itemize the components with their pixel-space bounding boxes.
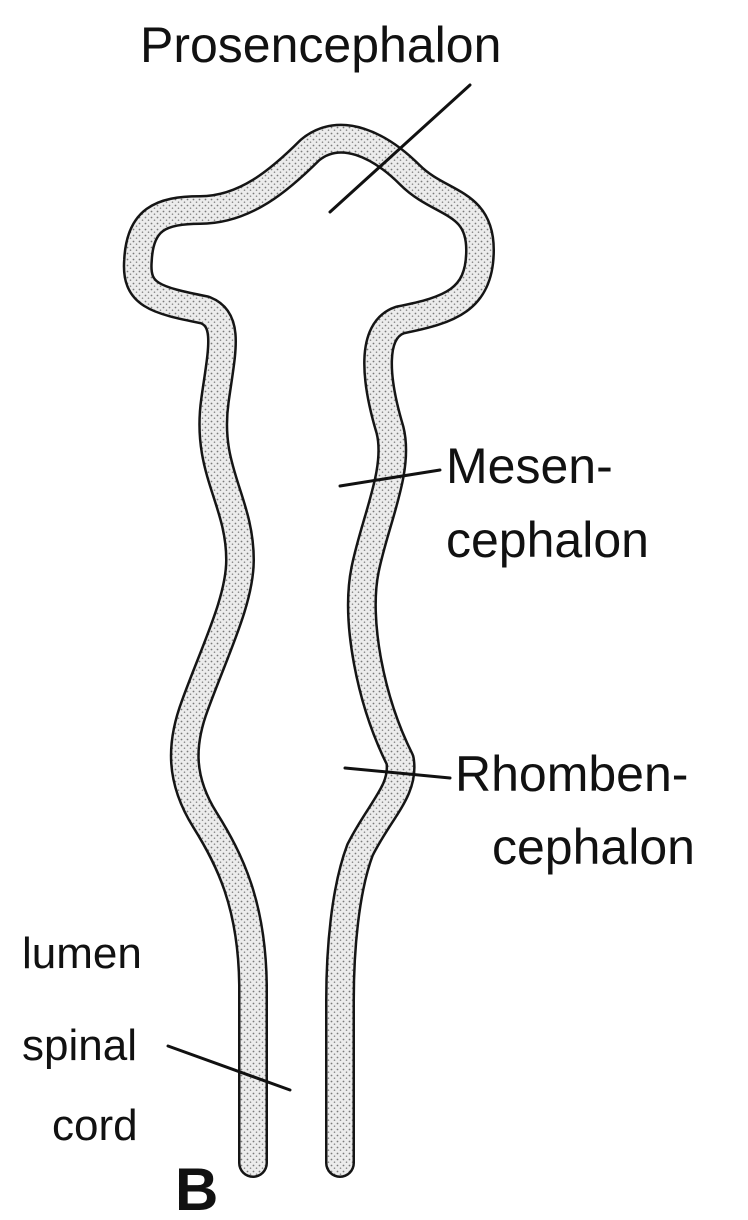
rhombencephalon-label-line1: Rhomben- bbox=[455, 746, 688, 802]
neural-tube-wall bbox=[138, 139, 480, 1163]
lumen-label-line1: lumen bbox=[22, 929, 142, 978]
neural-tube-outline bbox=[138, 139, 480, 1163]
lumen-leader bbox=[168, 1046, 290, 1090]
lumen-label-line2: spinal bbox=[22, 1021, 137, 1070]
rhombencephalon-label-line2: cephalon bbox=[492, 819, 695, 875]
mesencephalon-label-line2: cephalon bbox=[446, 512, 649, 568]
lumen-label-line3: cord bbox=[52, 1101, 138, 1150]
prosencephalon-label: Prosencephalon bbox=[140, 17, 501, 73]
mesencephalon-label-line1: Mesen- bbox=[446, 438, 613, 494]
panel-letter: B bbox=[175, 1156, 218, 1220]
